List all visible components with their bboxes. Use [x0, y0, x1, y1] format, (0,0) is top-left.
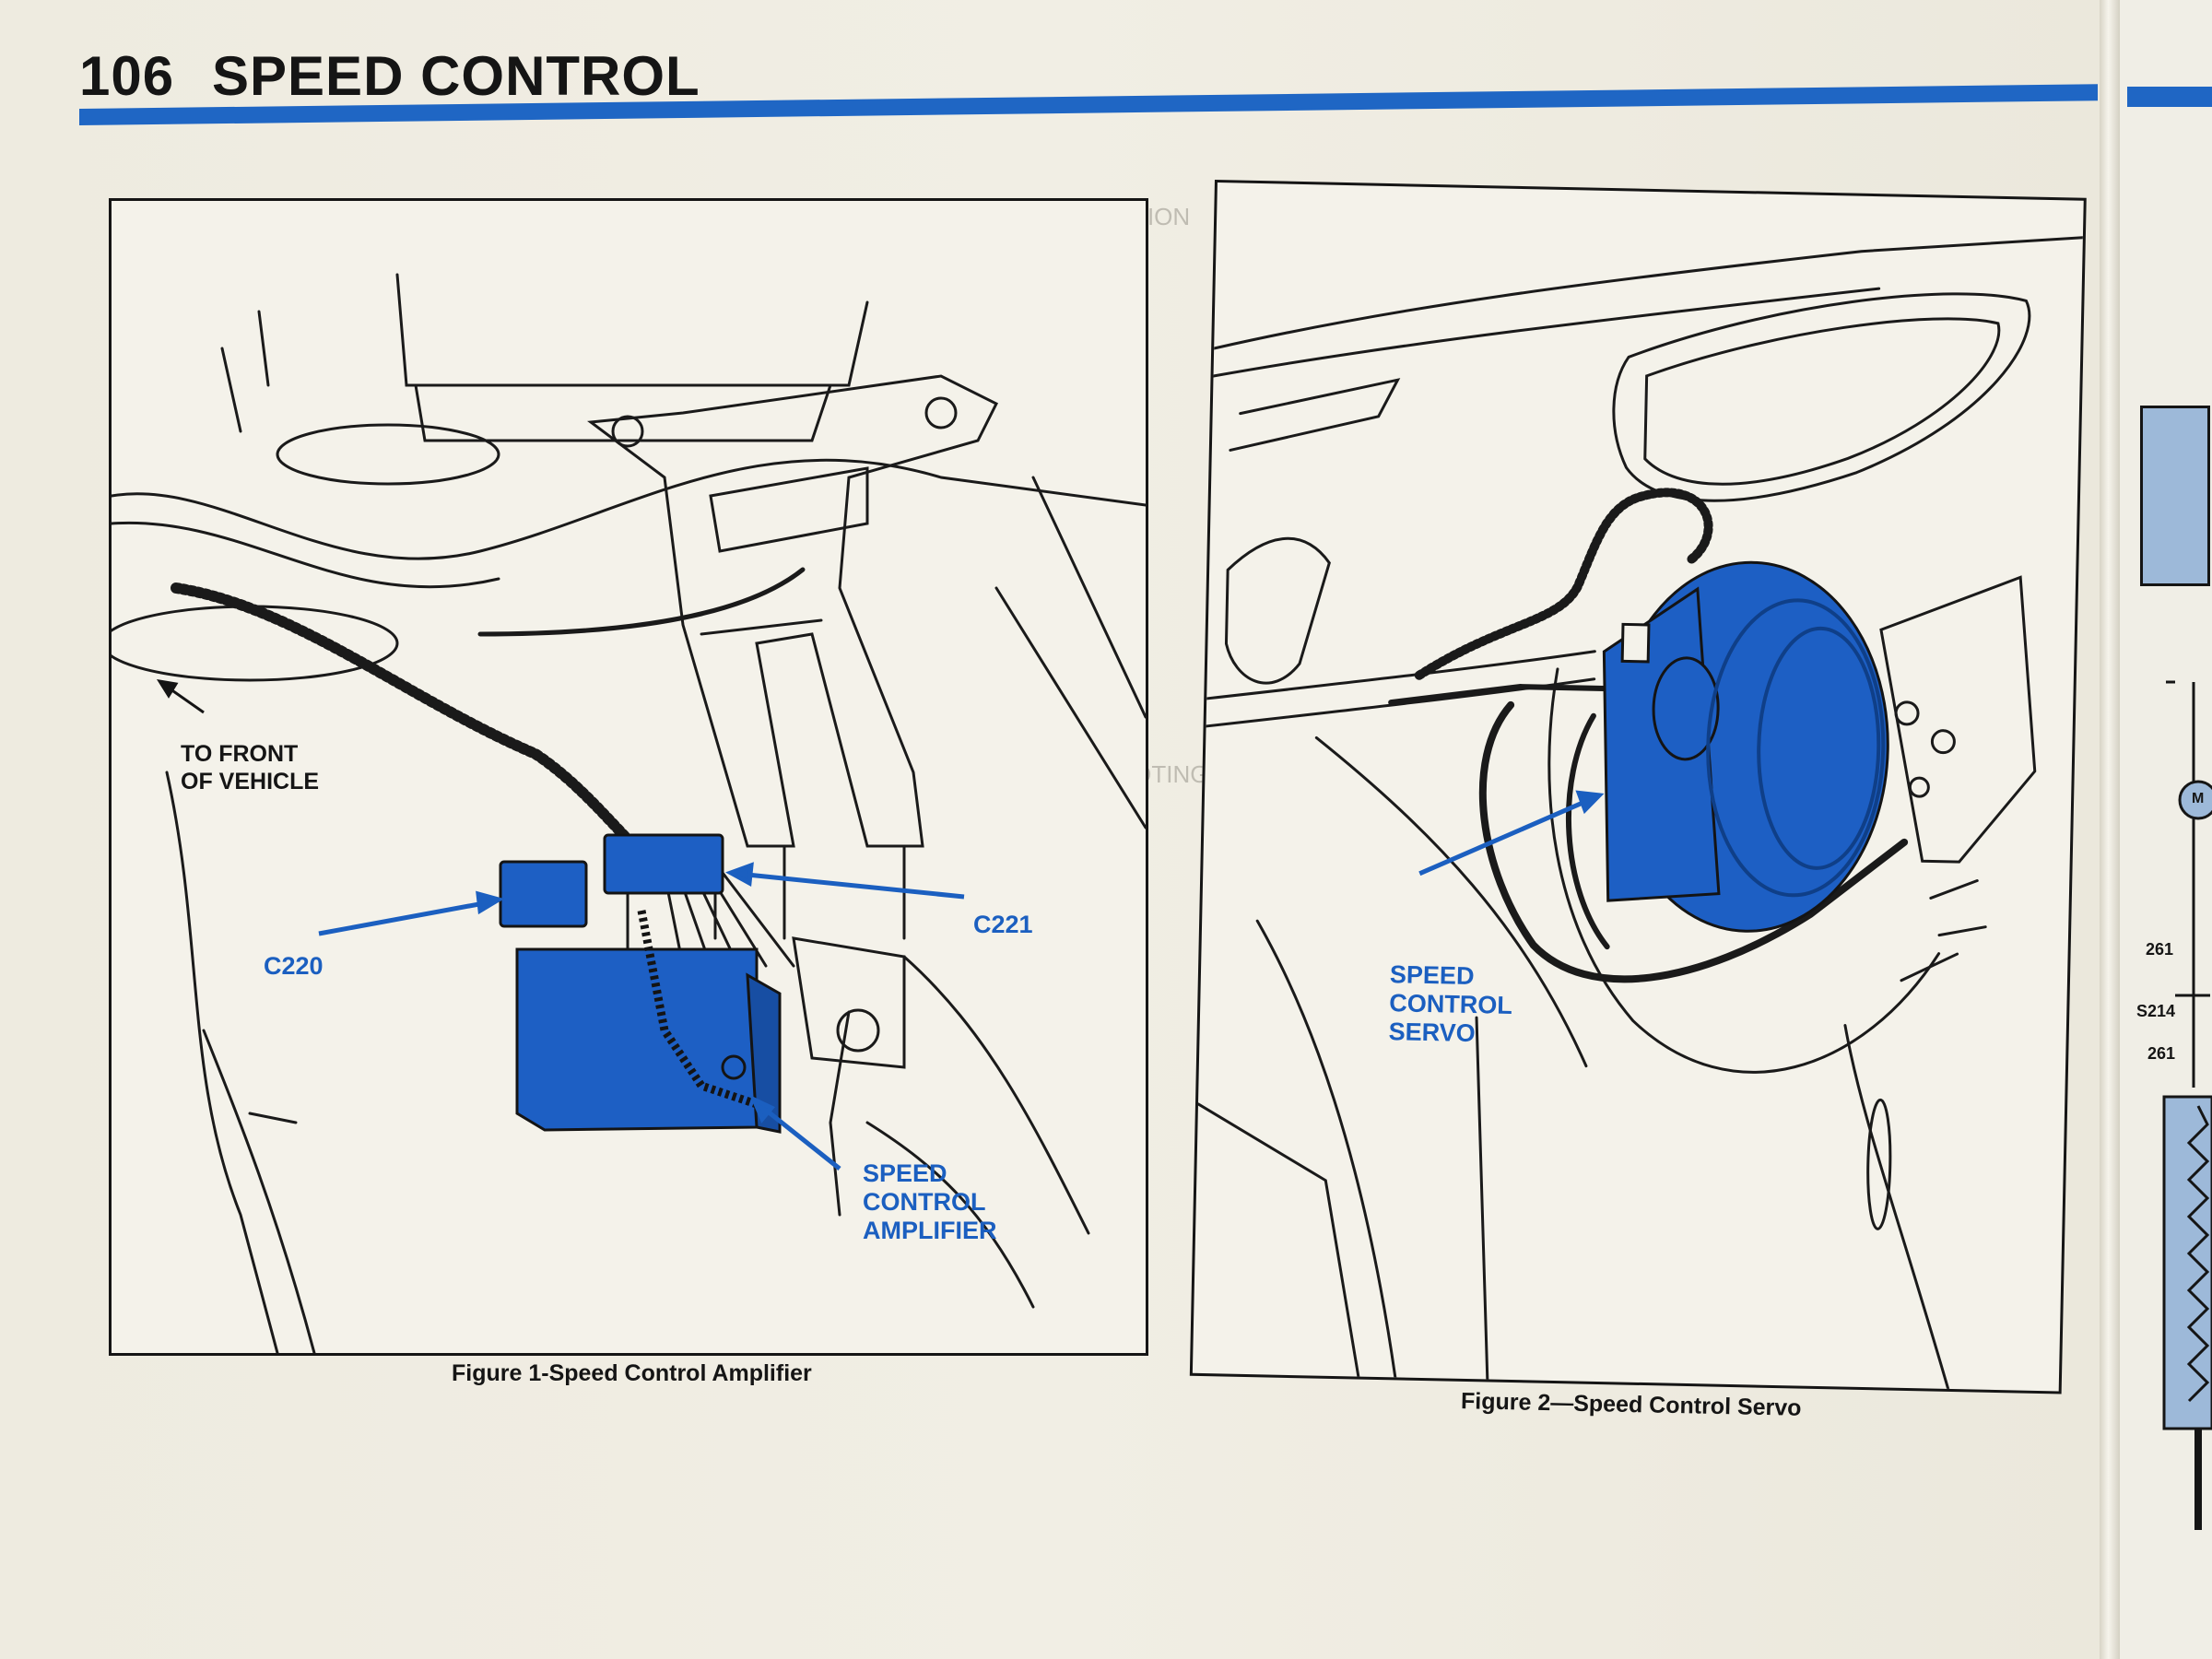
adjacent-component-box: [2140, 406, 2210, 586]
label-to-front-of-vehicle: TO FRONT OF VEHICLE: [181, 741, 320, 794]
figure-2-caption: Figure 2—Speed Control Servo: [1460, 1388, 1802, 1421]
motor-symbol-label: M: [2192, 791, 2205, 806]
servo-illustration: [1196, 236, 2084, 1391]
wire-261-top: 261: [2146, 940, 2174, 959]
figure-1-caption: Figure 1-Speed Control Amplifier: [452, 1360, 812, 1386]
amplifier-illustration: [112, 273, 1146, 1353]
manual-page: CCT LOCATION TROUBLESHOOTING HINTS 106 S…: [0, 0, 2111, 1659]
page-number: 106: [79, 45, 175, 107]
adjacent-wiring-diagram: [2162, 680, 2212, 1530]
book-spine: [2100, 0, 2122, 1659]
page-title: SPEED CONTROL: [212, 45, 700, 107]
adjacent-header-rule: [2127, 87, 2212, 107]
figure-1-speed-control-amplifier: TO FRONT OF VEHICLE C220 C221 SPEED CONT…: [109, 198, 1148, 1356]
figure-2-speed-control-servo: SPEED CONTROL SERVO: [1189, 180, 2087, 1394]
amplifier-box: [515, 947, 759, 1132]
label-speed-control-amplifier: SPEED CONTROL AMPLIFIER: [863, 1159, 997, 1244]
label-speed-control-servo: SPEED CONTROL SERVO: [1388, 960, 1513, 1048]
wire-261-bottom: 261: [2147, 1044, 2176, 1063]
label-c220: C220: [264, 952, 324, 980]
label-c221: C221: [973, 911, 1033, 938]
splice-s214: S214: [2136, 1002, 2176, 1020]
c221-connector: [603, 833, 724, 895]
adjacent-page: 261 S214 261 M: [2120, 0, 2212, 1659]
c220-connector: [499, 860, 588, 928]
